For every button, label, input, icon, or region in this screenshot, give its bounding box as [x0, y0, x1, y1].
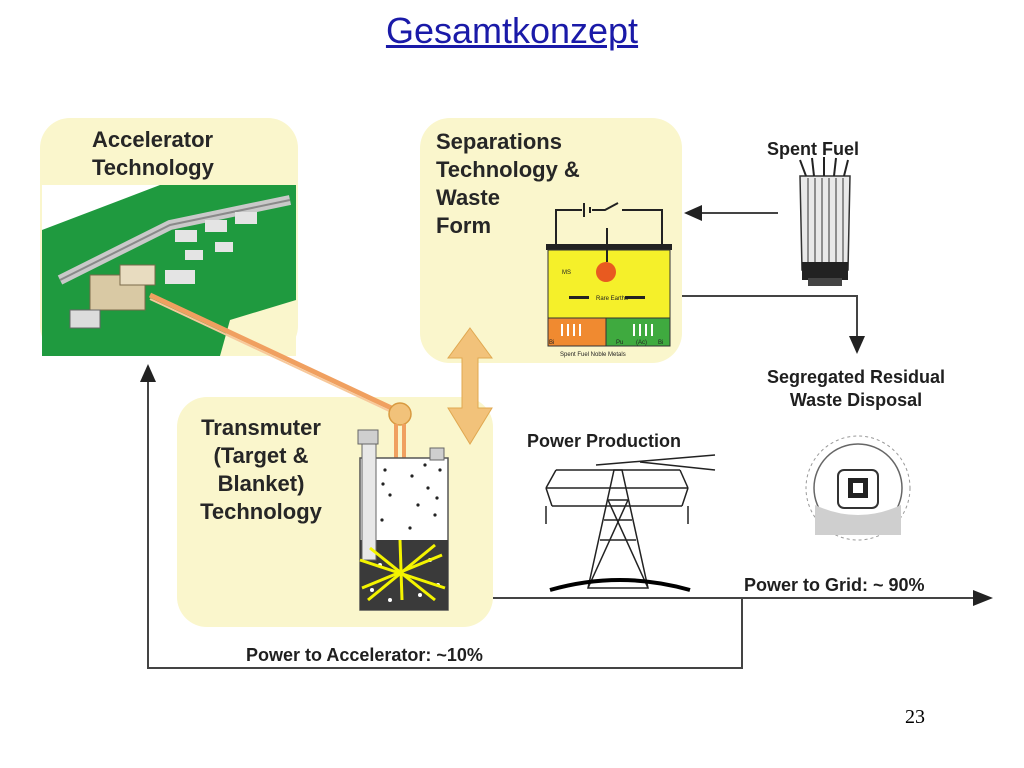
proton-beam — [148, 292, 412, 585]
separations-label: Separations Technology & Waste Form — [436, 128, 580, 240]
power-to-grid-label: Power to Grid: ~ 90% — [744, 575, 925, 595]
power-to-accelerator-label: Power to Accelerator: ~10% — [246, 645, 483, 665]
cell-label-bi-left: Bi — [549, 340, 554, 346]
arrow-head-to-separations — [684, 205, 702, 221]
separations-label-line4: Form — [436, 213, 491, 238]
accelerator-site-image — [42, 185, 296, 356]
accelerator-label: Accelerator Technology — [92, 126, 214, 182]
transmuter-label-line4: Technology — [200, 499, 322, 524]
separations-label-line1: Separations — [436, 129, 562, 154]
accelerator-label-line1: Accelerator — [92, 127, 214, 152]
double-arrow — [447, 327, 493, 445]
waste-disposal-label-line1: Segregated Residual — [766, 367, 946, 387]
cell-label-rare-earths: Rare Earths — [596, 296, 628, 302]
flow-lines — [147, 212, 975, 669]
transmuter-vessel — [357, 429, 449, 611]
arrow-head-to-accelerator — [140, 364, 156, 382]
arrow-head-to-waste — [849, 336, 865, 354]
separations-label-line3: Waste — [436, 185, 500, 210]
transmuter-label: Transmuter (Target & Blanket) Technology — [192, 414, 330, 526]
accelerator-label-line2: Technology — [92, 155, 214, 180]
power-tower-image — [545, 454, 716, 592]
cell-label-ms: MS — [562, 270, 571, 276]
waste-disposal-label-line2: Waste Disposal — [789, 390, 923, 410]
power-production-label: Power Production — [527, 431, 682, 451]
cell-label-pu: Pu — [616, 340, 623, 346]
spent-fuel-assembly — [799, 157, 851, 286]
waste-disposal-label: Segregated Residual Waste Disposal — [746, 366, 966, 412]
cell-label-bi-right: Bi — [658, 340, 663, 346]
transmuter-label-line1: Transmuter — [201, 415, 321, 440]
slide-title: Gesamtkonzept — [385, 10, 639, 51]
waste-repository-image — [805, 435, 911, 541]
page-number: 23 — [905, 706, 925, 728]
spent-fuel-label: Spent Fuel — [767, 139, 860, 159]
cell-label-ac: (Ac) — [636, 340, 647, 346]
separation-cell: MS Rare Earths Bi Spent Fuel Noble Metal… — [546, 202, 672, 358]
cell-label-noble-metals: Spent Fuel Noble Metals — [560, 352, 626, 358]
separations-label-line2: Technology & — [436, 157, 580, 182]
transmuter-label-line2: (Target & — [213, 443, 309, 468]
transmuter-label-line3: Blanket) — [217, 471, 305, 496]
arrow-head-to-grid — [973, 590, 993, 606]
